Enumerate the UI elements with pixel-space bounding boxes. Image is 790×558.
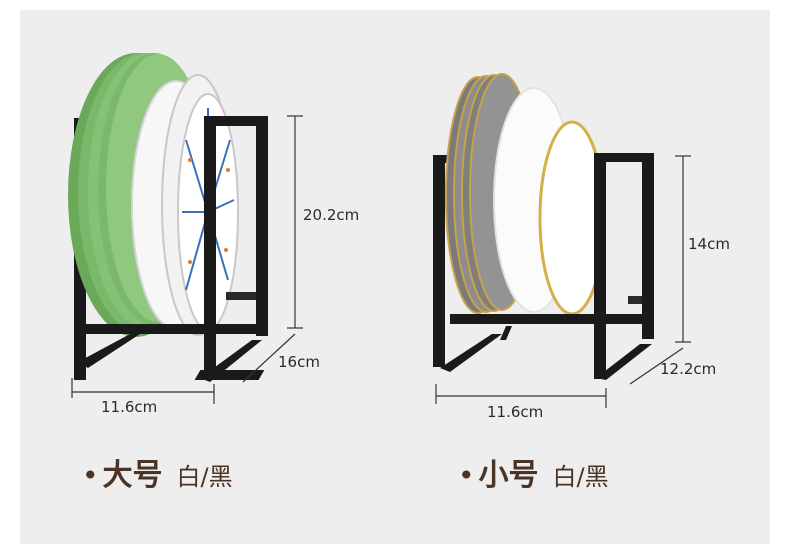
bullet-icon: • — [458, 459, 475, 492]
large-rack-image — [68, 53, 268, 382]
large-height-label: 20.2cm — [303, 206, 360, 224]
large-dimension-lines — [71, 115, 303, 404]
large-size-option: • 大号 白/黑 — [82, 450, 233, 494]
small-width-label: 11.6cm — [487, 403, 544, 421]
small-size-option: • 小号 白/黑 — [458, 450, 609, 494]
small-height-label: 14cm — [688, 235, 730, 253]
large-depth-label: 16cm — [278, 353, 320, 371]
small-depth-label: 12.2cm — [660, 360, 717, 378]
bullet-icon: • — [82, 459, 99, 492]
small-dimension-lines — [435, 155, 691, 408]
small-rack-image — [433, 73, 654, 380]
small-size-name: 小号 — [478, 458, 539, 493]
large-width-label: 11.6cm — [101, 398, 158, 416]
large-size-name: 大号 — [102, 458, 163, 493]
large-color-options: 白/黑 — [176, 463, 233, 491]
small-color-options: 白/黑 — [552, 463, 609, 491]
